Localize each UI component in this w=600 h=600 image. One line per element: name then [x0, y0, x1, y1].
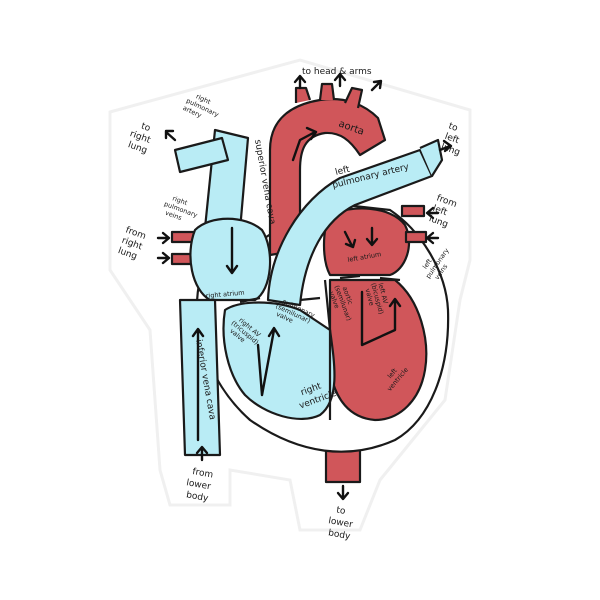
septum	[323, 279, 332, 420]
svg-text:body: body	[327, 528, 351, 542]
right-atrium-chamber	[189, 217, 272, 302]
svg-text:left: left	[431, 204, 449, 219]
label-to-head-arms: to head & arms	[302, 67, 372, 77]
svg-text:to: to	[140, 122, 152, 135]
label-right-atrium: right atrium	[205, 289, 244, 300]
pulmonary-artery-trunk	[266, 148, 434, 307]
svg-text:left: left	[443, 132, 461, 147]
inferior-vena-cava	[178, 298, 222, 457]
left-ventricle-chamber	[328, 278, 428, 422]
right-pulmonary-artery-vessel	[173, 136, 230, 174]
pulmonary-vein-stubs	[170, 204, 428, 266]
svg-text:lower: lower	[185, 478, 211, 492]
valve-lines	[239, 274, 401, 304]
label-from-lower-body: from lower body	[185, 467, 214, 504]
label-right-pulmonary-veins: right pulmonary veins	[163, 194, 199, 222]
flow-arrows	[156, 72, 453, 501]
svg-text:to: to	[447, 121, 459, 134]
svg-text:body: body	[185, 490, 209, 504]
left-atrium-chamber	[322, 207, 410, 277]
label-to-lower-body: to lower body	[327, 505, 353, 542]
svg-text:from: from	[191, 467, 213, 480]
svg-text:lower: lower	[327, 516, 353, 530]
svg-text:left: left	[334, 165, 351, 178]
right-ventricle-chamber	[222, 301, 336, 420]
svg-text:to: to	[335, 505, 346, 517]
label-from-right-lung: from right lung	[116, 225, 147, 262]
